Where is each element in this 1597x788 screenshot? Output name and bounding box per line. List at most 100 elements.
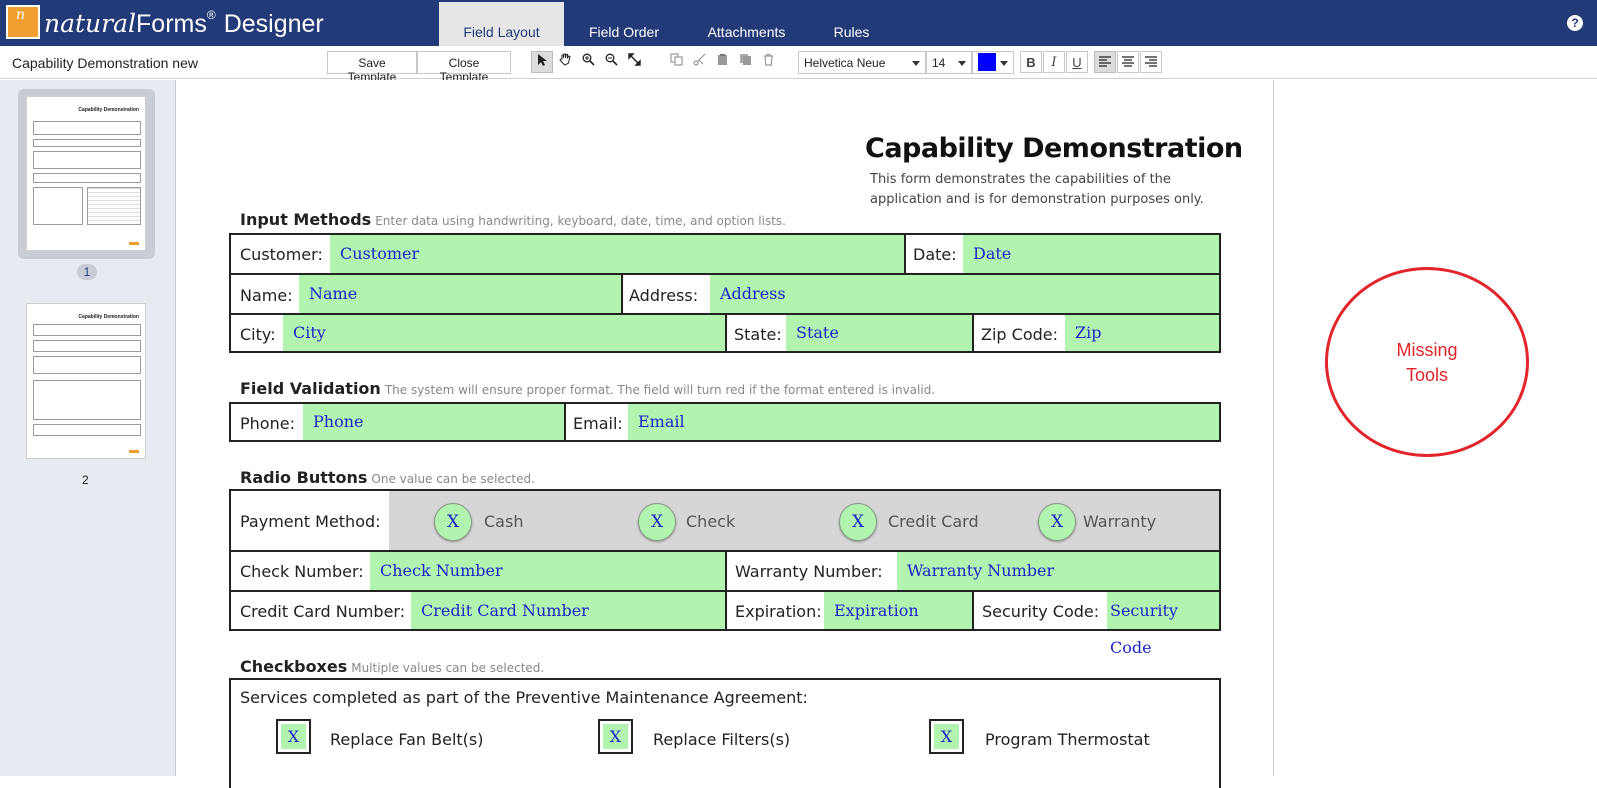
phone-label: Phone: (240, 414, 295, 433)
bold-button[interactable]: B (1020, 51, 1042, 73)
tab-field-order[interactable]: Field Order (588, 24, 660, 40)
date-field[interactable]: Date (963, 235, 1219, 273)
page-number-1[interactable]: 1 (77, 264, 97, 280)
font-family-select[interactable]: Helvetica Neue (798, 51, 926, 74)
font-size-select[interactable]: 14 (926, 51, 972, 74)
fit-page-icon[interactable] (623, 51, 645, 73)
thumbnail-section (33, 424, 141, 436)
tab-rules[interactable]: Rules (833, 24, 870, 40)
zip-field[interactable]: Zip (1065, 315, 1219, 351)
page-number-2[interactable]: 2 (82, 473, 89, 487)
divider (904, 235, 906, 273)
row-divider (231, 313, 1219, 315)
paste-icon[interactable] (711, 51, 733, 73)
duplicate-icon[interactable] (734, 51, 756, 73)
customer-field[interactable]: Customer (330, 235, 904, 273)
zoom-in-icon[interactable] (577, 51, 599, 73)
expiration-field[interactable]: Expiration (824, 592, 972, 629)
brand-natural: natural (44, 9, 137, 38)
save-template-button[interactable]: Save Template (327, 51, 417, 84)
app-brand: naturalForms®Designer (44, 8, 324, 39)
radio-check-label: Check (686, 512, 736, 531)
select-pointer-icon[interactable] (531, 51, 553, 73)
section-title: Checkboxes (240, 657, 348, 676)
thumbnail-title: Capability Demonstration (78, 314, 139, 320)
divider (725, 315, 727, 351)
input-methods-table: Customer: Customer Date: Date Name: Name… (229, 233, 1221, 353)
page-thumbnails-panel: Capability Demonstration 1 Capability De… (0, 80, 176, 776)
align-center-icon[interactable] (1117, 51, 1139, 73)
security-code-field[interactable]: Security Code (1107, 592, 1219, 657)
font-family-value: Helvetica Neue (804, 56, 886, 70)
annotation-line-1: Missing (1396, 340, 1458, 360)
checkbox-filters-label: Replace Filters(s) (653, 730, 791, 749)
name-field[interactable]: Name (299, 275, 621, 313)
radio-warranty[interactable]: X (1038, 503, 1076, 541)
zip-label: Zip Code: (981, 325, 1058, 344)
address-field[interactable]: Address (710, 275, 1219, 313)
chevron-down-icon (1000, 61, 1008, 66)
align-left-icon[interactable] (1094, 51, 1116, 73)
form-subtitle: This form demonstrates the capabilities … (870, 170, 1204, 210)
italic-button[interactable]: I (1043, 51, 1065, 73)
page-thumbnail-1-frame[interactable]: Capability Demonstration (18, 89, 155, 259)
row-divider (231, 590, 1219, 592)
checkboxes-prompt: Services completed as part of the Preven… (240, 688, 808, 707)
document-title: Capability Demonstration new (12, 55, 198, 71)
section-note: One value can be selected. (371, 472, 535, 486)
copy-icon[interactable] (665, 51, 687, 73)
checkbox-fan-belt[interactable]: X (276, 719, 311, 754)
form-subtitle-line-2: application and is for demonstration pur… (870, 192, 1204, 207)
city-field[interactable]: City (283, 315, 725, 351)
tab-attachments[interactable]: Attachments (707, 24, 786, 40)
underline-button[interactable]: U (1066, 51, 1088, 73)
radio-check[interactable]: X (638, 503, 676, 541)
checkbox-mark: X (603, 724, 628, 749)
checkbox-mark: X (281, 724, 306, 749)
customer-label: Customer: (240, 245, 323, 264)
checkbox-thermostat[interactable]: X (929, 719, 964, 754)
warranty-number-label: Warranty Number: (735, 562, 883, 581)
radio-cash[interactable]: X (434, 503, 472, 541)
email-label: Email: (573, 414, 623, 433)
radio-credit-card[interactable]: X (839, 503, 877, 541)
align-right-icon[interactable] (1140, 51, 1162, 73)
checkbox-thermostat-label: Program Thermostat (985, 730, 1150, 749)
thumbnail-section (33, 173, 141, 183)
thumbnail-title: Capability Demonstration (78, 107, 139, 113)
help-icon[interactable]: ? (1567, 15, 1583, 31)
main-tabs: Field Layout Field Order Attachments Rul… (439, 2, 894, 46)
thumbnail-table (33, 380, 141, 420)
divider (564, 404, 566, 440)
brand-trademark: ® (206, 8, 216, 22)
email-field[interactable]: Email (628, 404, 1219, 440)
state-field[interactable]: State (786, 315, 972, 351)
thumbnail-image (33, 187, 83, 225)
page-thumbnail-1[interactable]: Capability Demonstration (26, 96, 146, 251)
annotation-line-2: Tools (1405, 365, 1449, 385)
toolbar: Capability Demonstration new Save Templa… (0, 46, 1597, 84)
chevron-down-icon (958, 61, 966, 66)
field-validation-table: Phone: Phone Email: Email (229, 402, 1221, 442)
check-number-field[interactable]: Check Number (370, 552, 725, 590)
tab-field-layout[interactable]: Field Layout (439, 2, 564, 46)
thumbnail-grid (87, 187, 141, 225)
pan-hand-icon[interactable] (554, 51, 576, 73)
zoom-out-icon[interactable] (600, 51, 622, 73)
credit-card-number-field[interactable]: Credit Card Number (411, 592, 725, 629)
credit-card-number-label: Credit Card Number: (240, 602, 406, 621)
close-template-button[interactable]: Close Template (417, 51, 511, 84)
checkbox-filters[interactable]: X (598, 719, 633, 754)
thumbnail-section (33, 151, 141, 169)
thumbnail-logo (129, 242, 139, 245)
state-label: State: (734, 325, 782, 344)
page-thumbnail-2[interactable]: Capability Demonstration (26, 303, 146, 459)
warranty-number-field[interactable]: Warranty Number (897, 552, 1219, 590)
phone-field[interactable]: Phone (303, 404, 564, 440)
delete-icon[interactable] (757, 51, 779, 73)
logo-letter: n (16, 7, 26, 23)
cut-icon[interactable] (688, 51, 710, 73)
section-title: Input Methods (240, 210, 372, 229)
